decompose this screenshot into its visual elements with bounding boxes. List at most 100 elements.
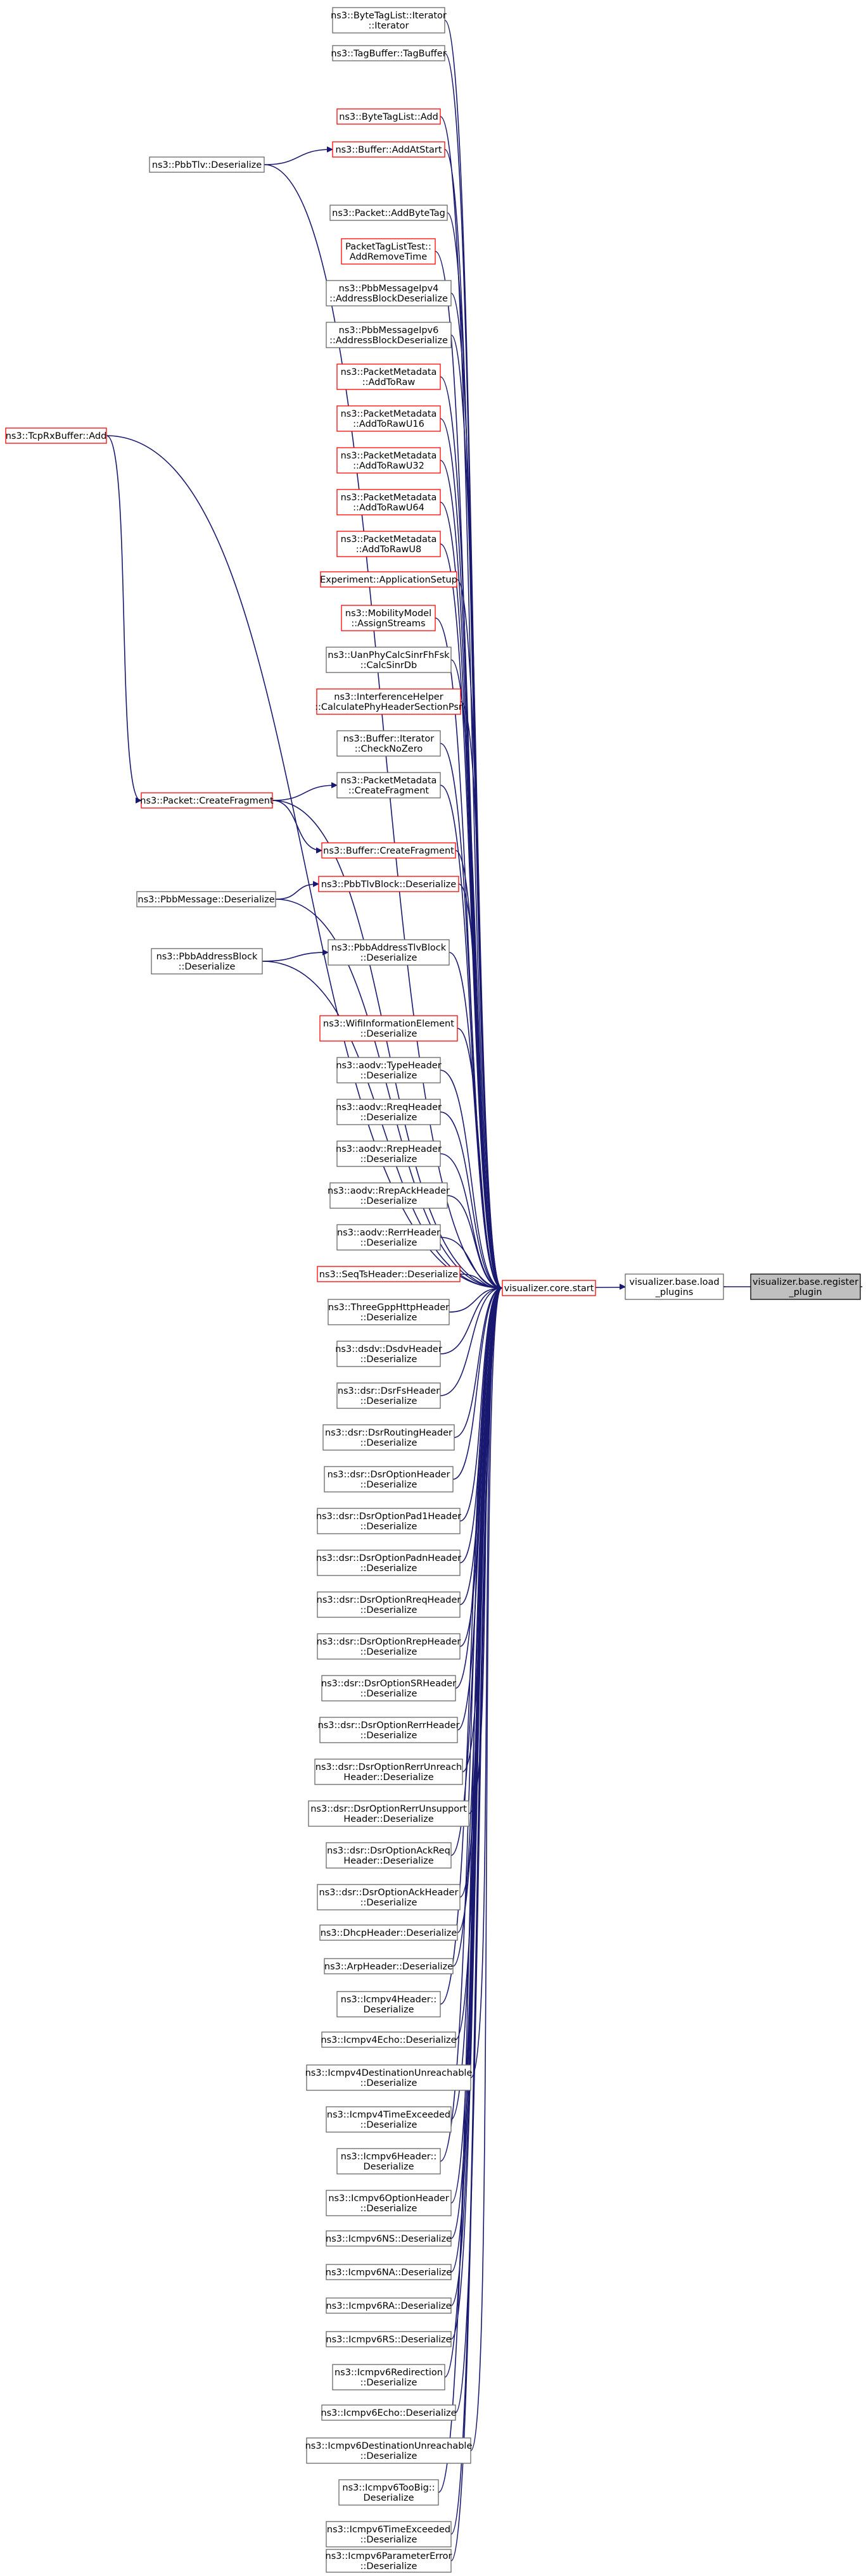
node-ns3-buffer-addatstart[interactable]: ns3::Buffer::AddAtStart xyxy=(332,141,445,158)
node-ns3-icmpv6parametererror-deserialize[interactable]: ns3::Icmpv6ParameterError::Deserialize xyxy=(326,2549,452,2573)
node-ns3-icmpv6na-deserialize[interactable]: ns3::Icmpv6NA::Deserialize xyxy=(326,2264,452,2280)
node-box xyxy=(317,1508,461,1534)
edge-n27-to-core_start xyxy=(447,1195,502,1288)
node-ns3-packetmetadata-addtorawu16[interactable]: ns3::PacketMetadata::AddToRawU16 xyxy=(336,405,441,432)
node-ns3-pbbmessage-deserialize[interactable]: ns3::PbbMessage::Deserialize xyxy=(136,891,276,907)
node-ns3-tcprxbuffer-add[interactable]: ns3::TcpRxBuffer::Add xyxy=(5,427,107,444)
edge-n13-to-core_start xyxy=(440,543,502,1288)
node-label-line: ns3::Icmpv6NS::Deserialize xyxy=(326,2234,452,2244)
node-ns3-pbbaddressblock-deserialize[interactable]: ns3::PbbAddressBlock::Deserialize xyxy=(151,948,263,975)
node-box xyxy=(336,531,441,557)
node-ns3-packetmetadata-addtorawu8[interactable]: ns3::PacketMetadata::AddToRawU8 xyxy=(336,531,441,557)
node-label-line: ns3::ByteTagList::Iterator xyxy=(331,11,447,21)
edge-createfrag-to-n19 xyxy=(272,785,336,801)
node-ns3-bytetaglist-add[interactable]: ns3::ByteTagList::Add xyxy=(336,108,441,125)
node-ns3-buffer-createfragment[interactable]: ns3::Buffer::CreateFragment xyxy=(321,842,456,859)
node-ns3-dsr-dsroptionheader-deserialize[interactable]: ns3::dsr::DsrOptionHeader::Deserialize xyxy=(324,1466,454,1493)
node-ns3-icmpv6toobig-deserialize[interactable]: ns3::Icmpv6TooBig::Deserialize xyxy=(338,2479,439,2506)
node-visualizer-core-start[interactable]: visualizer.core.start xyxy=(502,1280,596,1296)
node-ns3-icmpv6optionheader-deserialize[interactable]: ns3::Icmpv6OptionHeader::Deserialize xyxy=(326,2190,452,2216)
node-label-line: ns3::Buffer::Iterator xyxy=(343,734,435,744)
node-visualizer-base-load-plugins[interactable]: visualizer.base.load_plugins xyxy=(625,1273,724,1300)
node-ns3-dsr-dsroptionrerrunreachheader-deserialize[interactable]: ns3::dsr::DsrOptionRerrUnreachHeader::De… xyxy=(314,1758,463,1785)
node-ns3-interferencehelper-calculatephyheadersectionpsr[interactable]: ns3::InterferenceHelper::CalculatePhyHea… xyxy=(315,688,462,715)
node-ns3-dsr-dsroptionrerrheader-deserialize[interactable]: ns3::dsr::DsrOptionRerrHeader::Deseriali… xyxy=(318,1717,460,1743)
node-ns3-icmpv4echo-deserialize[interactable]: ns3::Icmpv4Echo::Deserialize xyxy=(321,2031,457,2048)
node-ns3-icmpv6rs-deserialize[interactable]: ns3::Icmpv6RS::Deserialize xyxy=(326,2331,452,2347)
node-ns3-aodv-rerrheader-deserialize[interactable]: ns3::aodv::RerrHeader::Deserialize xyxy=(336,1224,441,1251)
node-label-line: ns3::ThreeGppHttpHeader xyxy=(328,1303,449,1313)
node-ns3-packetmetadata-addtoraw[interactable]: ns3::PacketMetadata::AddToRaw xyxy=(336,363,441,390)
node-ns3-icmpv4timeexceeded-deserialize[interactable]: ns3::Icmpv4TimeExceeded::Deserialize xyxy=(326,2106,452,2133)
node-experiment-applicationsetup[interactable]: Experiment::ApplicationSetup xyxy=(320,571,457,588)
node-box xyxy=(317,1633,461,1660)
node-ns3-dsr-dsroptionrreqheader-deserialize[interactable]: ns3::dsr::DsrOptionRreqHeader::Deseriali… xyxy=(317,1591,461,1618)
node-ns3-dsr-dsroptionrrepheader-deserialize[interactable]: ns3::dsr::DsrOptionRrepHeader::Deseriali… xyxy=(317,1633,461,1660)
node-label-line: ns3::dsr::DsrOptionSRHeader xyxy=(321,1679,456,1689)
node-packettaglisttest-addremovetime[interactable]: PacketTagListTest::AddRemoveTime xyxy=(341,238,436,265)
node-ns3-dsr-dsroptionackheader-deserialize[interactable]: ns3::dsr::DsrOptionAckHeader::Deserializ… xyxy=(317,1884,461,1910)
node-ns3-seqtsheader-deserialize[interactable]: ns3::SeqTsHeader::Deserialize xyxy=(317,1266,461,1282)
node-ns3-aodv-rreqheader-deserialize[interactable]: ns3::aodv::RreqHeader::Deserialize xyxy=(336,1099,442,1125)
node-label-line: ns3::Icmpv6ParameterError xyxy=(326,2551,452,2561)
node-ns3-mobilitymodel-assignstreams[interactable]: ns3::MobilityModel::AssignStreams xyxy=(341,605,436,631)
node-label-line: ns3::dsr::DsrOptionRreqHeader xyxy=(317,1595,461,1605)
edge-tcprx-to-createfrag xyxy=(106,435,141,800)
node-ns3-dsr-dsrroutingheader-deserialize[interactable]: ns3::dsr::DsrRoutingHeader::Deserialize xyxy=(322,1424,455,1451)
node-visualizer-base-register-plugin[interactable]: visualizer.base.register_plugin xyxy=(750,1273,861,1300)
node-box xyxy=(324,1958,454,1974)
node-label-line: ns3::PbbMessage::Deserialize xyxy=(137,895,274,905)
node-ns3-dsr-dsrfsheader-deserialize[interactable]: ns3::dsr::DsrFsHeader::Deserialize xyxy=(336,1382,441,1409)
node-ns3-packetmetadata-createfragment[interactable]: ns3::PacketMetadata::CreateFragment xyxy=(336,772,441,799)
node-label-line: ns3::Buffer::CreateFragment xyxy=(323,846,454,856)
node-ns3-pbbmessageipv4-addressblockdeserialize[interactable]: ns3::PbbMessageIpv4::AddressBlockDeseria… xyxy=(326,280,452,306)
edge-n4-to-core_start xyxy=(444,149,502,1288)
node-ns3-aodv-rrepheader-deserialize[interactable]: ns3::aodv::RrepHeader::Deserialize xyxy=(336,1140,442,1167)
node-box xyxy=(136,891,276,907)
node-ns3-tagbuffer-tagbuffer[interactable]: ns3::TagBuffer::TagBuffer xyxy=(331,45,447,61)
node-box xyxy=(326,2264,452,2280)
node-ns3-arpheader-deserialize[interactable]: ns3::ArpHeader::Deserialize xyxy=(324,1958,454,1974)
node-ns3-aodv-typeheader-deserialize[interactable]: ns3::aodv::TypeHeader::Deserialize xyxy=(336,1057,442,1083)
node-ns3-dsr-dsroptionpad1header-deserialize[interactable]: ns3::dsr::DsrOptionPad1Header::Deseriali… xyxy=(316,1508,461,1534)
node-ns3-icmpv6timeexceeded-deserialize[interactable]: ns3::Icmpv6TimeExceeded::Deserialize xyxy=(326,2521,452,2548)
node-ns3-dhcpheader-deserialize[interactable]: ns3::DhcpHeader::Deserialize xyxy=(319,1924,458,1941)
node-ns3-dsr-dsroptionpadnheader-deserialize[interactable]: ns3::dsr::DsrOptionPadnHeader::Deseriali… xyxy=(316,1550,461,1576)
node-ns3-dsr-dsroptionsrheader-deserialize[interactable]: ns3::dsr::DsrOptionSRHeader::Deserialize xyxy=(321,1675,456,1702)
node-ns3-pbbmessageipv6-addressblockdeserialize[interactable]: ns3::PbbMessageIpv6::AddressBlockDeseria… xyxy=(326,322,452,348)
node-box xyxy=(338,2479,439,2506)
node-ns3-aodv-rrepackheader-deserialize[interactable]: ns3::aodv::RrepAckHeader::Deserialize xyxy=(328,1182,450,1209)
node-box xyxy=(324,1466,454,1493)
node-box xyxy=(336,405,441,432)
edge-pbbtlv-to-n4 xyxy=(264,149,332,165)
edge-n51-to-core_start xyxy=(440,1288,502,2162)
node-ns3-packetmetadata-addtorawu64[interactable]: ns3::PacketMetadata::AddToRawU64 xyxy=(336,489,441,515)
node-box xyxy=(151,948,263,975)
node-ns3-pbbtlvblock-deserialize[interactable]: ns3::PbbTlvBlock::Deserialize xyxy=(318,876,459,892)
node-ns3-icmpv6ns-deserialize[interactable]: ns3::Icmpv6NS::Deserialize xyxy=(326,2230,452,2247)
node-ns3-dsr-dsroptionackreqheader-deserialize[interactable]: ns3::dsr::DsrOptionAckReqHeader::Deseria… xyxy=(326,1842,452,1869)
node-ns3-threegpphttpheader-deserialize[interactable]: ns3::ThreeGppHttpHeader::Deserialize xyxy=(328,1299,450,1325)
node-label-line: ns3::aodv::RrepHeader xyxy=(336,1144,442,1154)
node-ns3-uanphycalcsinrfhfsk-calcsinrdb[interactable]: ns3::UanPhyCalcSinrFhFsk::CalcSinrDb xyxy=(326,647,452,673)
node-ns3-icmpv6echo-deserialize[interactable]: ns3::Icmpv6Echo::Deserialize xyxy=(321,2404,457,2421)
node-ns3-bytetaglist-iterator-iterator[interactable]: ns3::ByteTagList::Iterator::Iterator xyxy=(331,7,447,34)
node-ns3-buffer-iterator-checknozero[interactable]: ns3::Buffer::Iterator::CheckNoZero xyxy=(336,730,441,757)
node-label-line: ::Deserialize xyxy=(360,2120,417,2130)
node-ns3-pbbtlv-deserialize[interactable]: ns3::PbbTlv::Deserialize xyxy=(149,156,265,173)
node-ns3-icmpv6destinationunreachable-deserialize[interactable]: ns3::Icmpv6DestinationUnreachable::Deser… xyxy=(305,2437,473,2464)
node-ns3-icmpv6ra-deserialize[interactable]: ns3::Icmpv6RA::Deserialize xyxy=(326,2297,452,2314)
node-ns3-icmpv4destinationunreachable-deserialize[interactable]: ns3::Icmpv4DestinationUnreachable::Deser… xyxy=(305,2064,473,2091)
node-ns3-packet-createfragment[interactable]: ns3::Packet::CreateFragment xyxy=(140,792,274,809)
node-ns3-dsdv-dsdvheader-deserialize[interactable]: ns3::dsdv::DsdvHeader::Deserialize xyxy=(335,1341,442,1367)
node-ns3-dsr-dsroptionrerrunsupportheader-deserialize[interactable]: ns3::dsr::DsrOptionRerrUnsupportHeader::… xyxy=(308,1800,469,1827)
node-label-line: AddRemoveTime xyxy=(350,252,427,262)
node-ns3-packetmetadata-addtorawu32[interactable]: ns3::PacketMetadata::AddToRawU32 xyxy=(336,447,441,474)
node-ns3-pbbaddresstlvblock-deserialize[interactable]: ns3::PbbAddressTlvBlock::Deserialize xyxy=(328,939,450,966)
node-label-line: ::CreateFragment xyxy=(348,786,430,796)
node-ns3-icmpv6redirection-deserialize[interactable]: ns3::Icmpv6Redirection::Deserialize xyxy=(332,2364,445,2390)
node-ns3-packet-addbytetag[interactable]: ns3::Packet::AddByteTag xyxy=(329,205,448,221)
node-ns3-icmpv6header-deserialize[interactable]: ns3::Icmpv6Header::Deserialize xyxy=(336,2148,441,2175)
node-ns3-wifiinformationelement-deserialize[interactable]: ns3::WifiInformationElement::Deserialize xyxy=(319,1015,458,1042)
node-ns3-icmpv4header-deserialize[interactable]: ns3::Icmpv4Header::Deserialize xyxy=(336,1991,441,2017)
